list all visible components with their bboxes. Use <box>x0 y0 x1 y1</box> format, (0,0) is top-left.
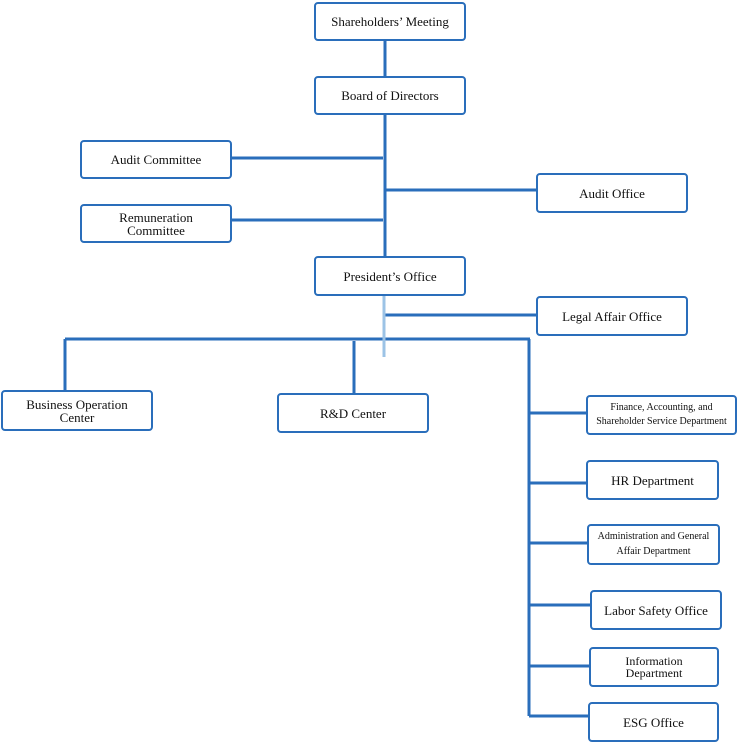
administration-department-box: Administration and General Affair Depart… <box>587 524 720 565</box>
business-operation-center-label: Business Operation Center <box>26 396 128 425</box>
hr-department-label: HR Department <box>611 472 694 488</box>
legal-affair-office-label: Legal Affair Office <box>562 308 662 324</box>
esg-office-box: ESG Office <box>588 702 719 742</box>
finance-department-box: Finance, Accounting, and Shareholder Ser… <box>586 395 737 435</box>
presidents-office-label: President’s Office <box>343 268 437 284</box>
information-department-label: Information Department <box>625 654 683 680</box>
board-of-directors-label: Board of Directors <box>341 88 439 103</box>
audit-office-label: Audit Office <box>579 185 645 201</box>
legal-affair-office-box: Legal Affair Office <box>536 296 688 336</box>
esg-office-label: ESG Office <box>623 714 684 730</box>
shareholders-meeting-box: Shareholders’ Meeting <box>314 2 466 41</box>
board-of-directors-box: Board of Directors <box>314 76 466 115</box>
audit-office-box: Audit Office <box>536 173 688 213</box>
rd-center-label: R&D Center <box>319 405 387 421</box>
audit-committee-label: Audit Committee <box>110 152 202 167</box>
presidents-office-box: President’s Office <box>314 256 466 296</box>
shareholders-meeting-label: Shareholders’ Meeting <box>331 14 449 29</box>
hr-department-box: HR Department <box>586 460 719 500</box>
administration-department-label: Administration and General Affair Depart… <box>597 531 710 557</box>
audit-committee-box: Audit Committee <box>80 140 232 179</box>
remuneration-committee-label: Remuneration Committee <box>119 209 193 238</box>
business-operation-center-box: Business Operation Center <box>1 390 153 431</box>
labor-safety-office-box: Labor Safety Office <box>590 590 722 630</box>
rd-center-box: R&D Center <box>277 393 429 433</box>
information-department-box: Information Department <box>589 647 719 687</box>
labor-safety-office-label: Labor Safety Office <box>604 602 708 618</box>
finance-department-label: Finance, Accounting, and Shareholder Ser… <box>596 401 727 428</box>
remuneration-committee-box: Remuneration Committee <box>80 204 232 243</box>
